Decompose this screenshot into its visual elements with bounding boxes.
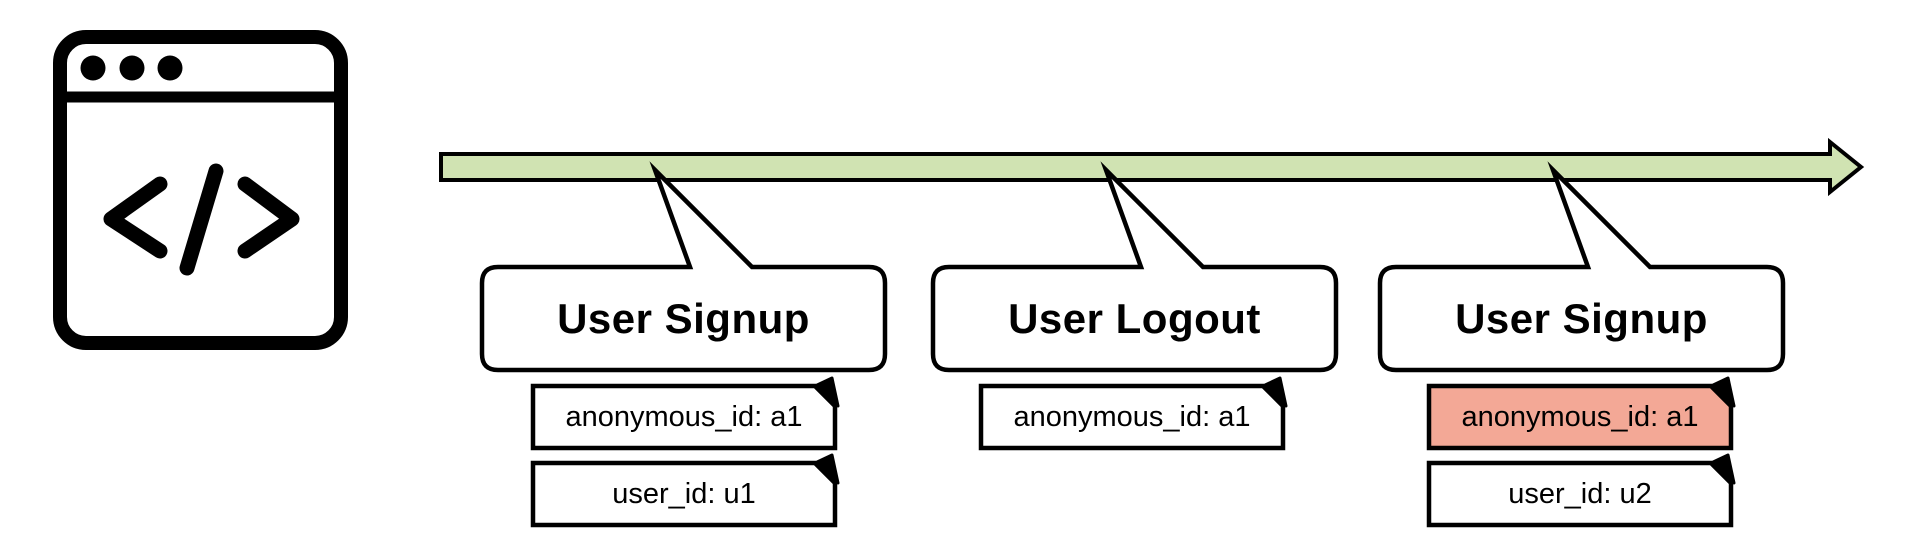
note-shape-highlighted <box>1426 376 1736 451</box>
browser-titlebar-dots <box>80 55 183 81</box>
note-fold-corner <box>1709 453 1736 485</box>
note-fold-corner <box>813 376 840 408</box>
note-body <box>530 460 838 528</box>
event-callout-shape <box>479 161 888 373</box>
event-label-user-signup-2: User Signup <box>1455 294 1708 342</box>
note-body <box>530 383 838 451</box>
note-label-user-id: user_id: u1 <box>612 477 756 510</box>
browser-window-frame <box>53 30 348 350</box>
code-icon <box>103 163 300 276</box>
event-callout-shape <box>930 161 1339 373</box>
note-shape <box>530 376 840 451</box>
browser-window-icon <box>53 30 348 350</box>
event-label-user-logout: User Logout <box>1008 294 1261 342</box>
note-body <box>978 383 1286 451</box>
note-label-anonymous-id: anonymous_id: a1 <box>565 400 803 433</box>
note-body <box>1426 383 1734 451</box>
note-body <box>1426 460 1734 528</box>
note-fold-corner <box>1709 376 1736 408</box>
event-label-user-signup-1: User Signup <box>557 294 810 342</box>
note-label-anonymous-id: anonymous_id: a1 <box>1013 400 1251 433</box>
timeline-arrow <box>439 137 1865 197</box>
note-label-user-id: user_id: u2 <box>1508 477 1652 510</box>
note-label-anonymous-id-highlighted: anonymous_id: a1 <box>1461 400 1699 433</box>
note-shape <box>978 376 1288 451</box>
note-fold-corner <box>1261 376 1288 408</box>
note-shape <box>1426 453 1736 528</box>
note-fold-corner <box>813 453 840 485</box>
event-callout-shape <box>1377 161 1786 373</box>
note-shape <box>530 453 840 528</box>
